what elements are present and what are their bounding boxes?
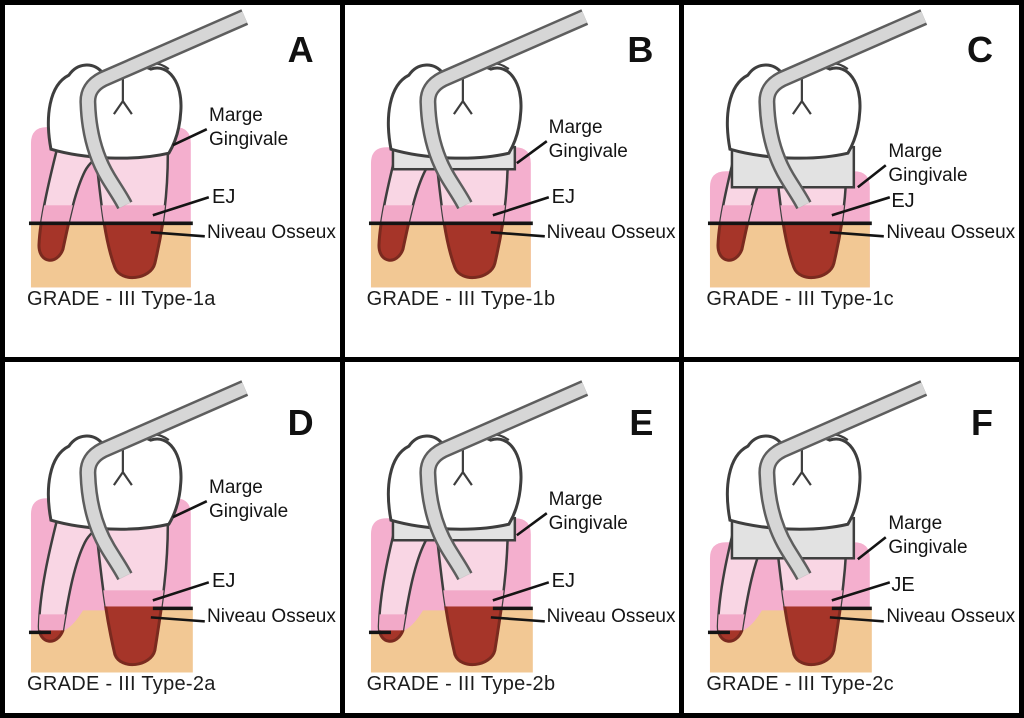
leader-line-niveau	[830, 615, 885, 623]
leader-line-marge	[857, 164, 887, 189]
tooth-diagram-c	[708, 9, 928, 288]
tooth-diagram-d	[28, 379, 249, 672]
label-marge-line2: Gingivale	[888, 165, 968, 186]
label-niveau-osseux: Niveau Osseux	[886, 222, 1016, 243]
label-marge-line1: Marge	[888, 512, 943, 534]
label-junction: EJ	[891, 190, 915, 212]
crown-fissure	[112, 61, 170, 115]
tooth-diagram-a	[28, 9, 249, 288]
crown-fissure	[112, 432, 170, 486]
panel-letter: D	[287, 401, 314, 443]
panel-caption: GRADE - III Type-1a	[27, 288, 216, 310]
panel-caption: GRADE - III Type-2b	[366, 672, 556, 695]
panel-letter: A	[287, 29, 314, 70]
leader-line-niveau	[490, 615, 545, 623]
leader-line-niveau	[150, 231, 205, 238]
label-marge-gingivale: Marge Gingivale	[549, 488, 628, 536]
tooth-diagram-b	[368, 9, 588, 288]
leader-line-junction	[492, 196, 549, 217]
label-niveau-osseux: Niveau Osseux	[886, 605, 1016, 627]
label-marge-line2: Gingivale	[548, 512, 628, 534]
crown-fissure	[452, 432, 510, 486]
panel-caption: GRADE - III Type-2a	[27, 672, 216, 695]
panel-e: E Marge Gingivale EJ Niveau Osseux GRADE…	[344, 361, 680, 713]
label-marge-line1: Marge	[209, 476, 263, 498]
panel-letter: C	[966, 29, 993, 70]
periodontal-probe	[419, 9, 588, 210]
panel-letter: E	[629, 401, 654, 443]
label-niveau-osseux: Niveau Osseux	[546, 605, 676, 627]
leader-line-junction	[831, 196, 891, 217]
label-junction: EJ	[212, 569, 236, 592]
root-tips	[377, 223, 504, 279]
periodontal-probe	[419, 379, 588, 580]
leader-line-marge	[515, 511, 548, 536]
leader-line-marge	[172, 499, 208, 518]
label-marge-line1: Marge	[548, 488, 603, 510]
bone-level-line	[708, 606, 873, 634]
label-marge-gingivale: Marge Gingivale	[888, 140, 967, 188]
label-marge-line2: Gingivale	[888, 536, 968, 558]
leader-line-junction	[152, 580, 210, 602]
leader-line-junction	[831, 580, 891, 602]
label-marge-gingivale: Marge Gingivale	[209, 476, 288, 524]
leader-line-niveau	[830, 231, 885, 238]
periodontal-probe	[79, 9, 249, 210]
label-niveau-osseux: Niveau Osseux	[207, 222, 336, 243]
periodontal-probe	[79, 379, 249, 580]
label-marge-gingivale: Marge Gingivale	[888, 512, 967, 560]
tooth-diagram-e	[368, 379, 588, 672]
label-marge-gingivale: Marge Gingivale	[209, 104, 288, 152]
label-niveau-osseux: Niveau Osseux	[546, 222, 676, 243]
leader-line-niveau	[490, 231, 545, 238]
panel-caption: GRADE - III Type-1b	[366, 288, 556, 310]
panel-caption: GRADE - III Type-1c	[706, 288, 894, 310]
panel-f: F Marge Gingivale JE Niveau Osseux GRADE…	[684, 361, 1019, 713]
panel-b: B Marge Gingivale EJ Niveau Osseux GRADE…	[344, 5, 680, 357]
label-marge-line2: Gingivale	[209, 500, 289, 522]
label-marge-line1: Marge	[548, 117, 603, 138]
label-niveau-osseux: Niveau Osseux	[207, 605, 336, 627]
label-marge-gingivale: Marge Gingivale	[549, 116, 628, 164]
bone-level-line	[368, 606, 533, 634]
label-marge-line2: Gingivale	[548, 141, 628, 162]
label-junction: EJ	[551, 186, 575, 208]
crown-fissure	[452, 61, 510, 115]
label-junction: JE	[891, 573, 915, 596]
leader-line-marge	[515, 140, 548, 165]
label-junction: EJ	[551, 569, 575, 592]
label-marge-line1: Marge	[209, 105, 263, 126]
bone-level-line	[28, 606, 193, 634]
tooth-diagram-f	[708, 379, 928, 672]
leader-line-junction	[152, 196, 210, 217]
leader-line-marge	[172, 127, 208, 147]
leader-line-marge	[857, 535, 887, 560]
panel-c: C Marge Gingivale EJ Niveau Osseux GRADE…	[684, 5, 1019, 357]
label-marge-line1: Marge	[888, 141, 943, 162]
label-junction: EJ	[212, 186, 236, 208]
periodontal-probe	[758, 379, 928, 580]
panel-letter: F	[970, 401, 993, 443]
leader-line-junction	[492, 580, 549, 602]
leader-line-niveau	[150, 615, 205, 623]
panel-caption: GRADE - III Type-2c	[706, 672, 894, 695]
crown-fissure	[792, 432, 849, 486]
periodontal-probe	[758, 9, 928, 210]
panel-letter: B	[627, 29, 654, 70]
root-tips	[716, 223, 844, 279]
label-marge-line2: Gingivale	[209, 129, 289, 150]
panel-a: A Marge Gingivale EJ Niveau Osseux GRADE…	[5, 5, 340, 357]
root-tips	[37, 223, 165, 279]
panel-d: D Marge Gingivale EJ Niveau Osseux GRADE…	[5, 361, 340, 713]
crown-fissure	[792, 61, 849, 115]
